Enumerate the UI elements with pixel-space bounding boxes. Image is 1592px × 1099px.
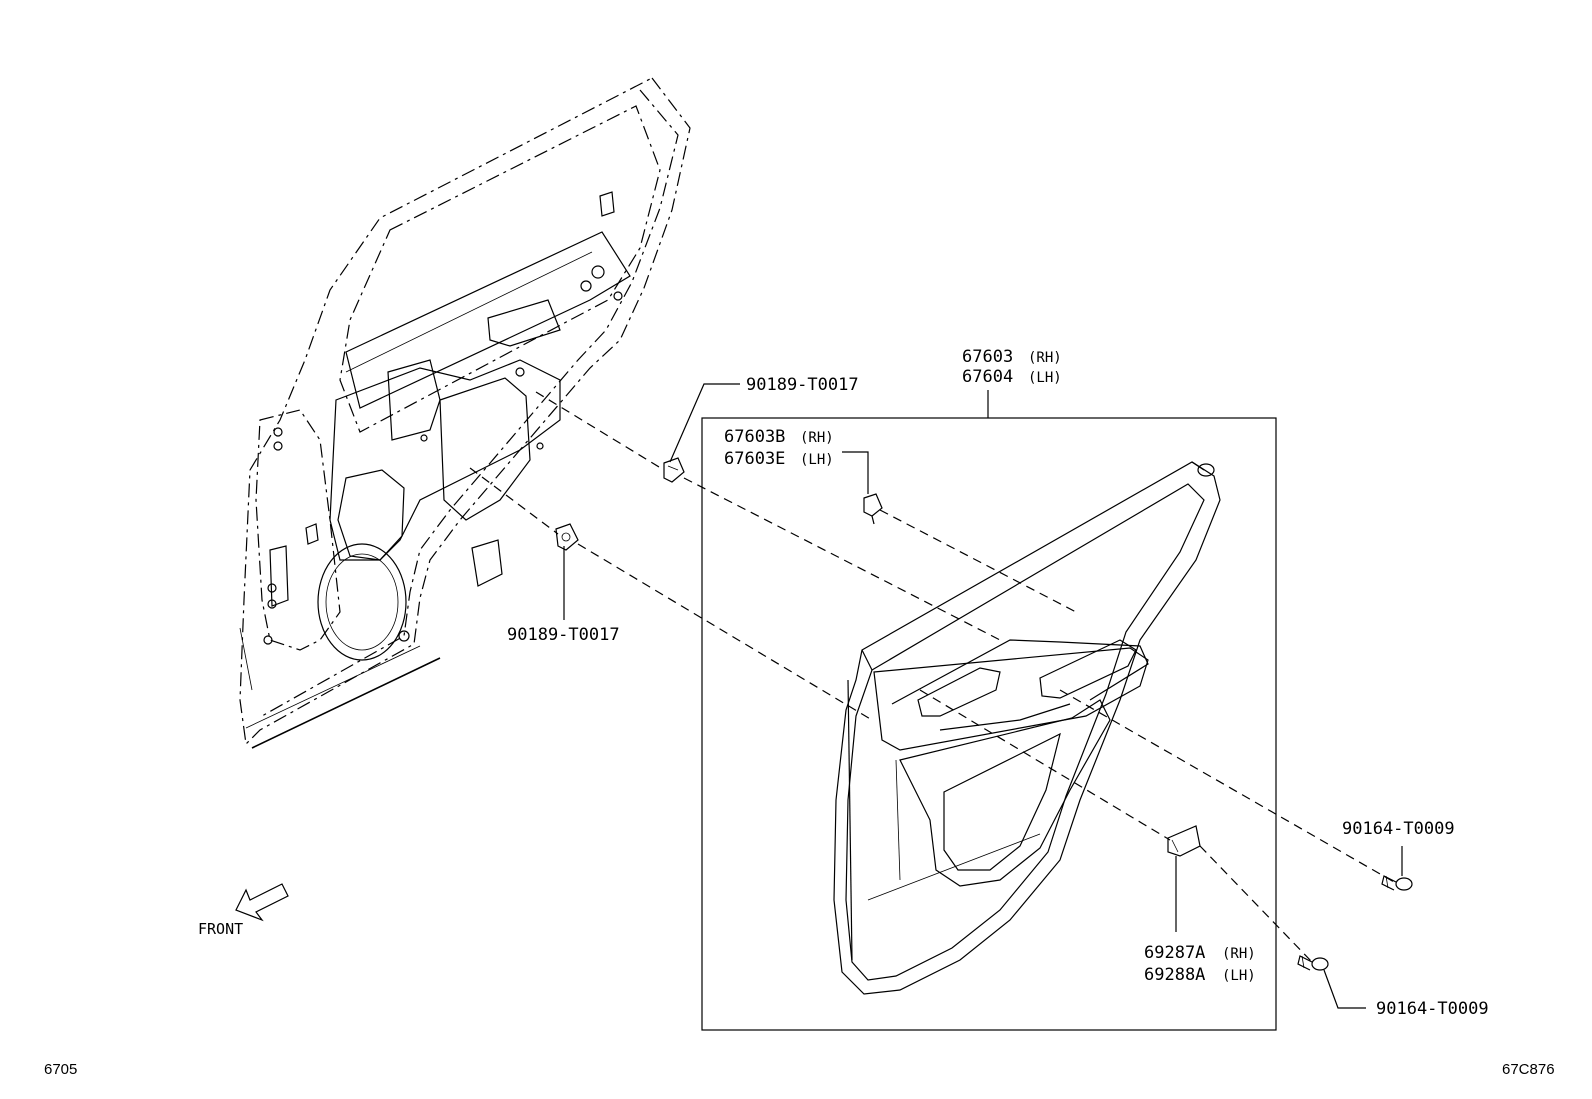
label-clip-e-side: (LH) bbox=[800, 452, 834, 468]
label-front: FRONT bbox=[198, 920, 243, 938]
screw-lower-shape bbox=[1297, 955, 1329, 971]
label-cover-rh-side: (RH) bbox=[1222, 946, 1256, 962]
cover-shape bbox=[1167, 825, 1201, 857]
label-cover-rh: 69287A bbox=[1144, 943, 1205, 963]
label-clip-b: 67603B bbox=[724, 427, 785, 447]
label-board-lh-side: (LH) bbox=[1028, 370, 1062, 386]
front-arrow-icon bbox=[235, 883, 289, 922]
page-code-left: 6705 bbox=[44, 1061, 77, 1078]
label-board-rh: 67603 bbox=[962, 347, 1013, 367]
leader-lines bbox=[563, 383, 1403, 1009]
door-frame-outline bbox=[239, 77, 691, 749]
label-screw-lower: 90164-T0009 bbox=[1376, 999, 1489, 1019]
label-board-lh: 67604 bbox=[962, 367, 1013, 387]
assembly-lines bbox=[469, 391, 1395, 963]
clip-67603b-shape bbox=[863, 493, 883, 525]
label-clip-upper: 90189-T0017 bbox=[746, 375, 859, 395]
label-cover-lh-side: (LH) bbox=[1222, 968, 1256, 984]
label-screw-upper: 90164-T0009 bbox=[1342, 819, 1455, 839]
trim-board-group-box bbox=[701, 417, 1277, 1031]
label-cover-lh: 69288A bbox=[1144, 965, 1205, 985]
clip-lower-shape bbox=[555, 523, 579, 551]
label-clip-lower: 90189-T0017 bbox=[507, 625, 620, 645]
clip-upper-shape bbox=[663, 457, 685, 483]
label-clip-e: 67603E bbox=[724, 449, 785, 469]
door-trim-board bbox=[833, 461, 1221, 995]
label-clip-b-side: (RH) bbox=[800, 430, 834, 446]
page-code-right: 67C876 bbox=[1502, 1061, 1555, 1078]
label-board-rh-side: (RH) bbox=[1028, 350, 1062, 366]
